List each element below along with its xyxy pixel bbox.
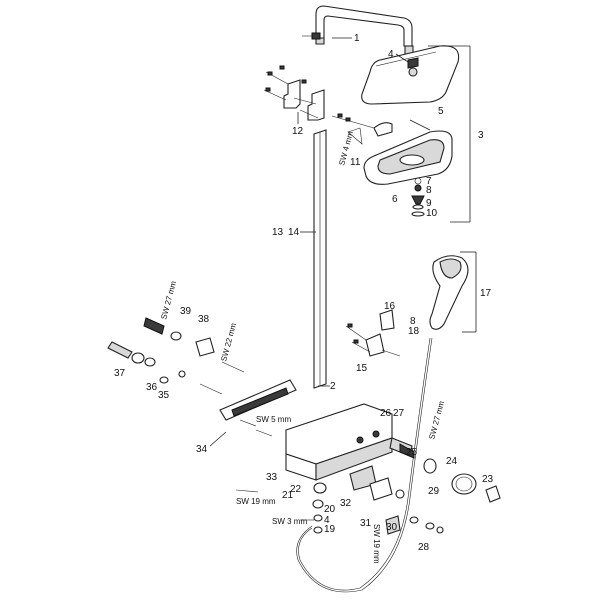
back-plate [199, 361, 297, 437]
ball-joint [407, 57, 419, 77]
wall-brackets [263, 65, 325, 121]
callout-23: 23 [482, 474, 494, 485]
callout-33: 33 [266, 472, 278, 483]
tool-label-sw3: SW 3 mm [272, 517, 307, 526]
callout-4b: 4 [324, 515, 330, 526]
callout-34: 34 [196, 444, 208, 455]
callout-2: 2 [330, 381, 336, 392]
shower-hose [296, 337, 433, 593]
callout-17: 17 [480, 288, 492, 299]
tool-label-sw27-right: SW 27 mm [427, 400, 446, 441]
callout-10: 10 [426, 208, 438, 219]
tool-label-sw19-left: SW 19 mm [236, 497, 276, 506]
allen-key-4mm [347, 127, 363, 145]
hand-shower [429, 255, 469, 330]
callout-30: 30 [386, 522, 398, 533]
callout-29: 29 [428, 486, 440, 497]
callout-13: 13 [272, 227, 284, 238]
tool-label-sw22: SW 22 mm [219, 322, 238, 363]
callout-8b: 8 [410, 316, 416, 327]
callout-37: 37 [114, 368, 126, 379]
seal-parts-stack [411, 177, 425, 217]
tool-label-sw27-left: SW 27 mm [159, 280, 178, 321]
callout-32: 32 [340, 498, 352, 509]
vertical-rail [313, 129, 327, 389]
callout-14: 14 [288, 227, 300, 238]
callout-19: 19 [324, 524, 336, 535]
callout-1: 1 [354, 33, 360, 44]
callout-20: 20 [324, 504, 336, 515]
callout-28: 28 [418, 542, 430, 553]
callout-39: 39 [180, 306, 192, 317]
callout-21: 21 [282, 490, 294, 501]
right-inlet-parts [349, 437, 501, 535]
callout-27: 27 [393, 408, 405, 419]
callout-15: 15 [356, 363, 368, 374]
callout-3: 3 [478, 130, 484, 141]
callout-8: 8 [426, 185, 432, 196]
callout-5: 5 [438, 106, 444, 117]
callout-25: 25 [406, 447, 418, 458]
arm-screw [302, 32, 321, 40]
tool-label-sw5: SW 5 mm [256, 415, 291, 424]
thermostat-body [285, 403, 393, 481]
callout-6: 6 [392, 194, 398, 205]
callout-12: 12 [292, 126, 304, 137]
tool-label-sw19-right: SW 19 mm [372, 524, 381, 564]
spray-plate [363, 130, 453, 185]
callout-26: 26 [380, 408, 392, 419]
callout-7: 7 [426, 176, 432, 187]
callout-35: 35 [158, 390, 170, 401]
shower-holder [345, 309, 401, 357]
leader-lines [209, 37, 477, 447]
callout-38: 38 [198, 314, 210, 325]
callout-36: 36 [146, 382, 158, 393]
left-inlet-parts [107, 317, 215, 384]
callout-31: 31 [360, 518, 372, 529]
rail-clamp [331, 113, 393, 137]
shower-arm [315, 5, 414, 57]
callout-9: 9 [426, 198, 432, 209]
callout-labels: 1 2 3 4 5 6 7 8 9 10 11 12 13 14 15 16 1… [114, 33, 494, 553]
callout-24: 24 [446, 456, 458, 467]
callout-16: 16 [384, 301, 396, 312]
callout-18: 18 [408, 326, 420, 337]
callout-22: 22 [290, 484, 302, 495]
lower-left-parts [235, 482, 327, 534]
callout-11: 11 [350, 157, 361, 168]
callout-4: 4 [388, 49, 394, 60]
